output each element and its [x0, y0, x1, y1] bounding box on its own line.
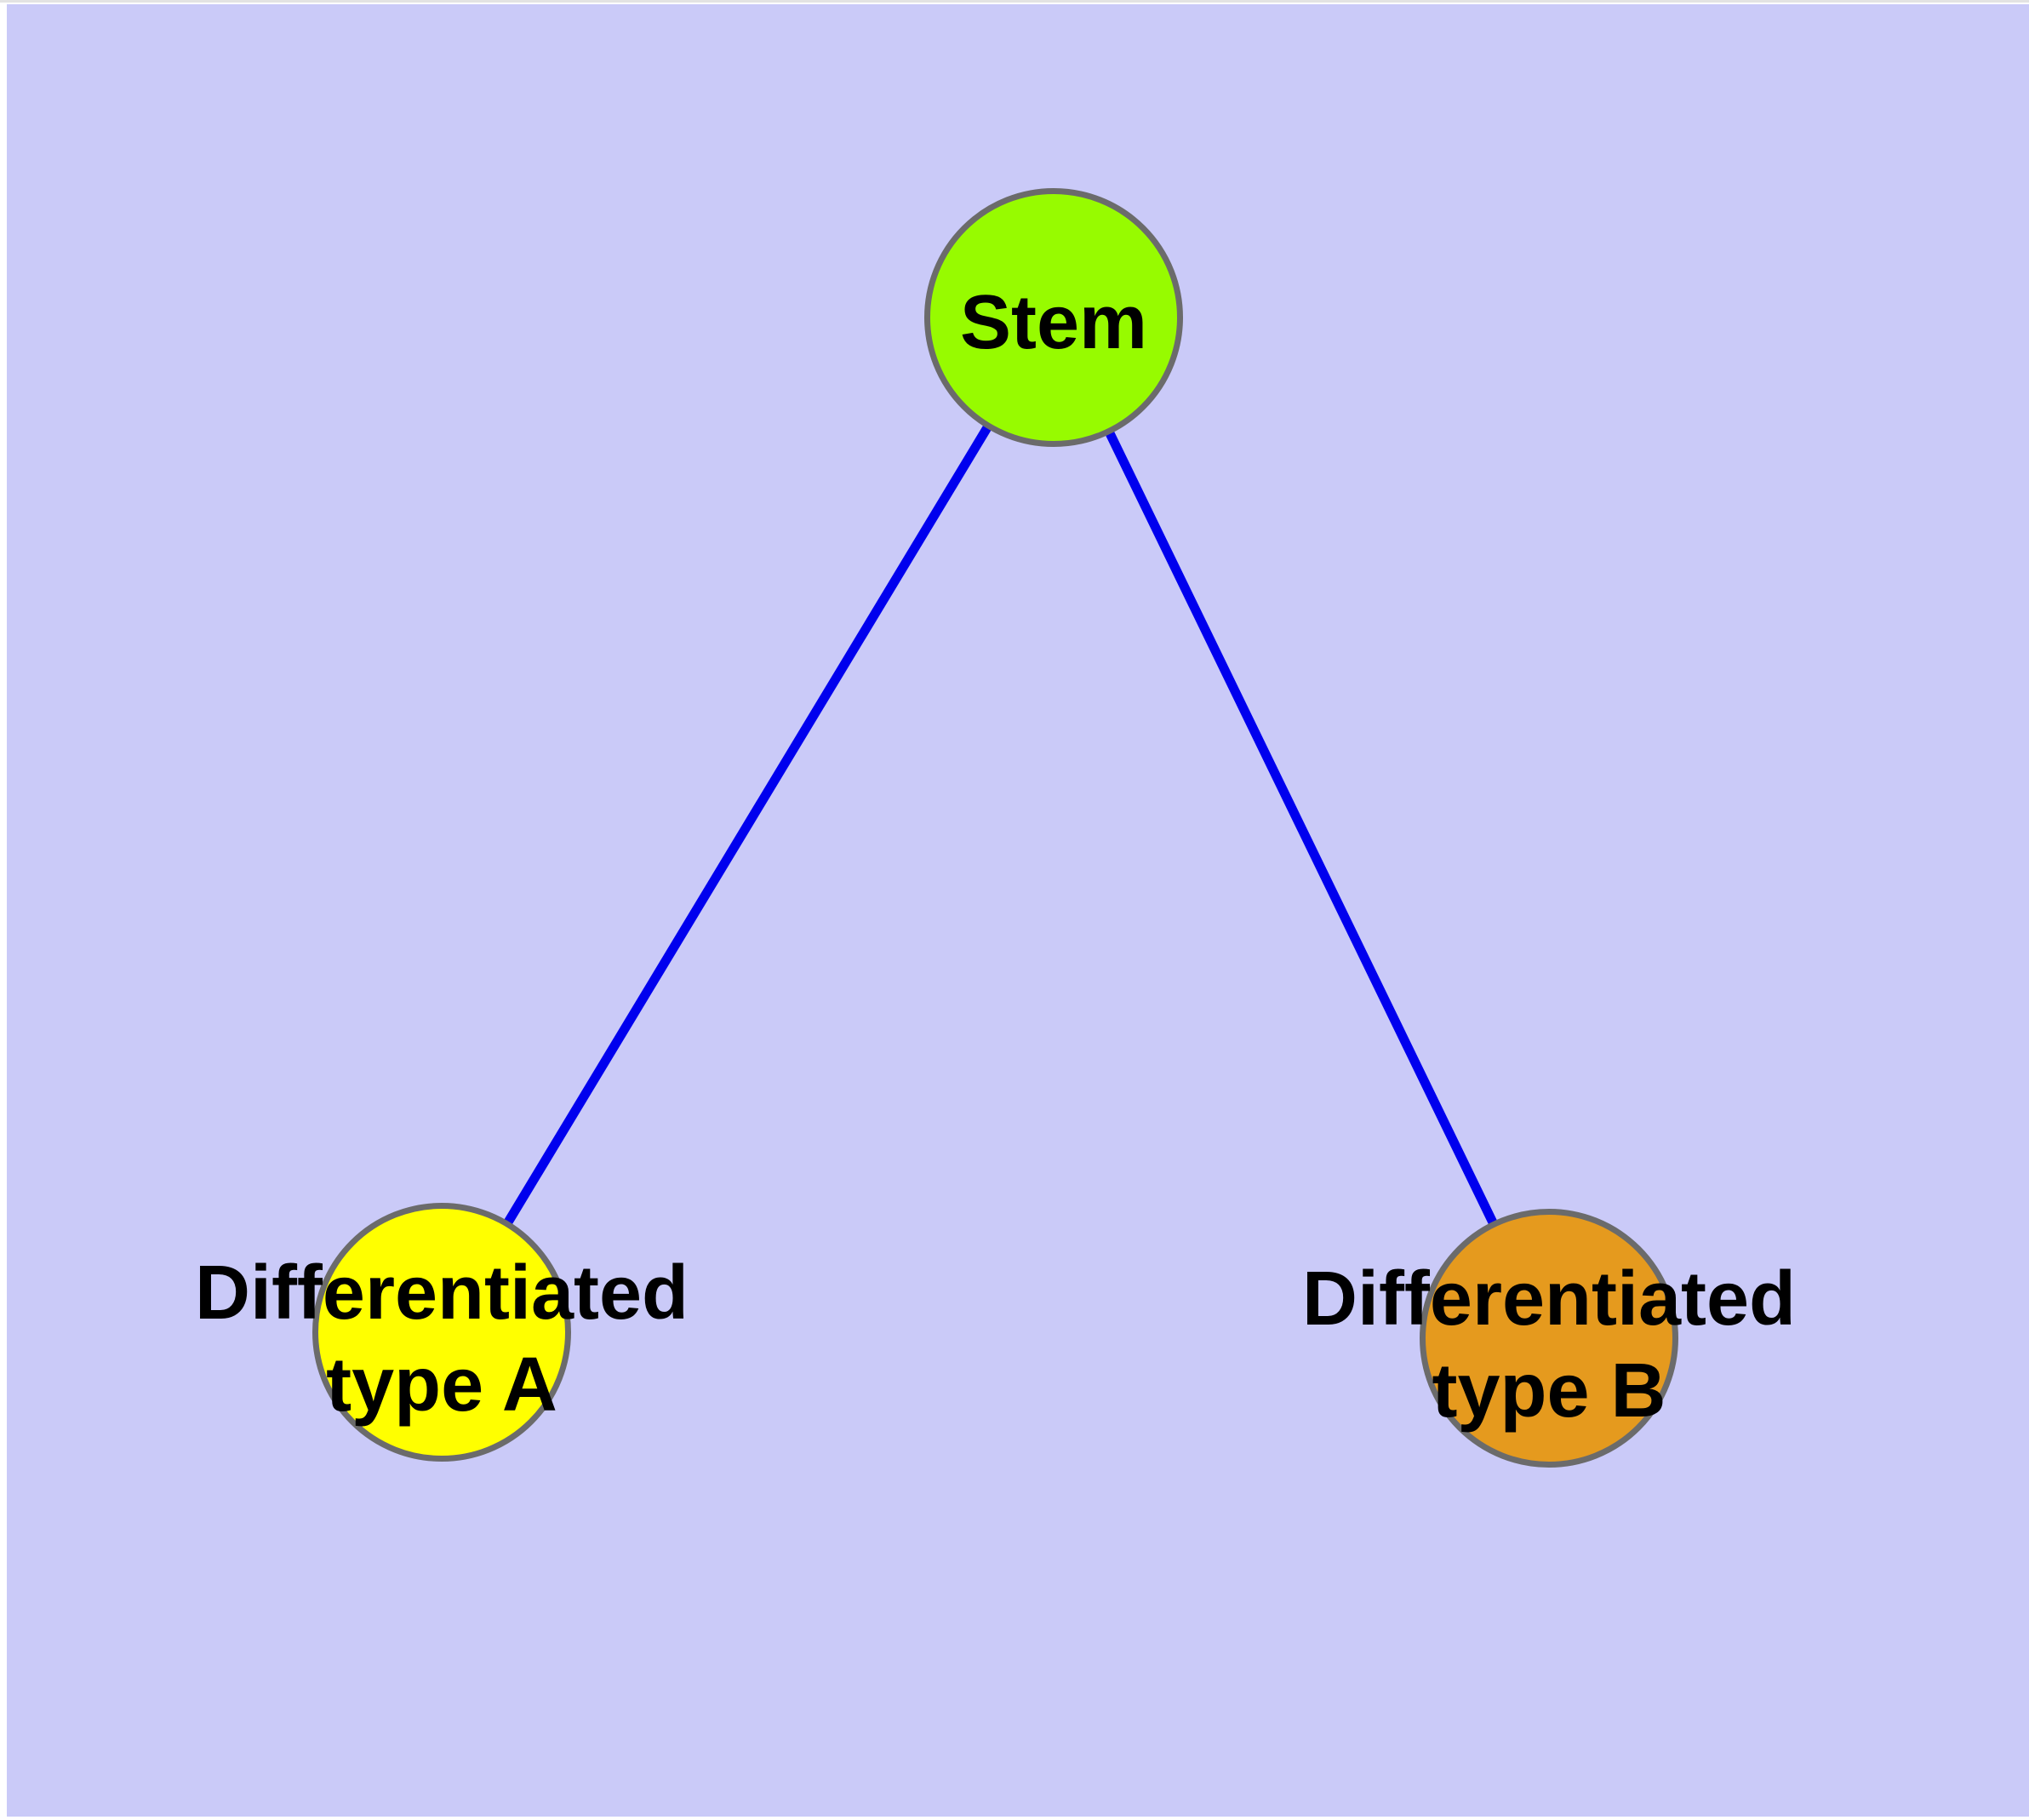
edge-layer — [437, 315, 1553, 1341]
plot-canvas: Stem Differentiated type A Differentiate… — [7, 4, 2029, 1817]
edge-stem-to-type-b — [1049, 315, 1553, 1341]
node-stem — [924, 188, 1183, 447]
node-differentiated-type-b — [1420, 1209, 1678, 1468]
window-top-border — [0, 0, 2029, 3]
edge-stem-to-type-a — [437, 315, 1058, 1335]
node-differentiated-type-a — [312, 1203, 571, 1462]
